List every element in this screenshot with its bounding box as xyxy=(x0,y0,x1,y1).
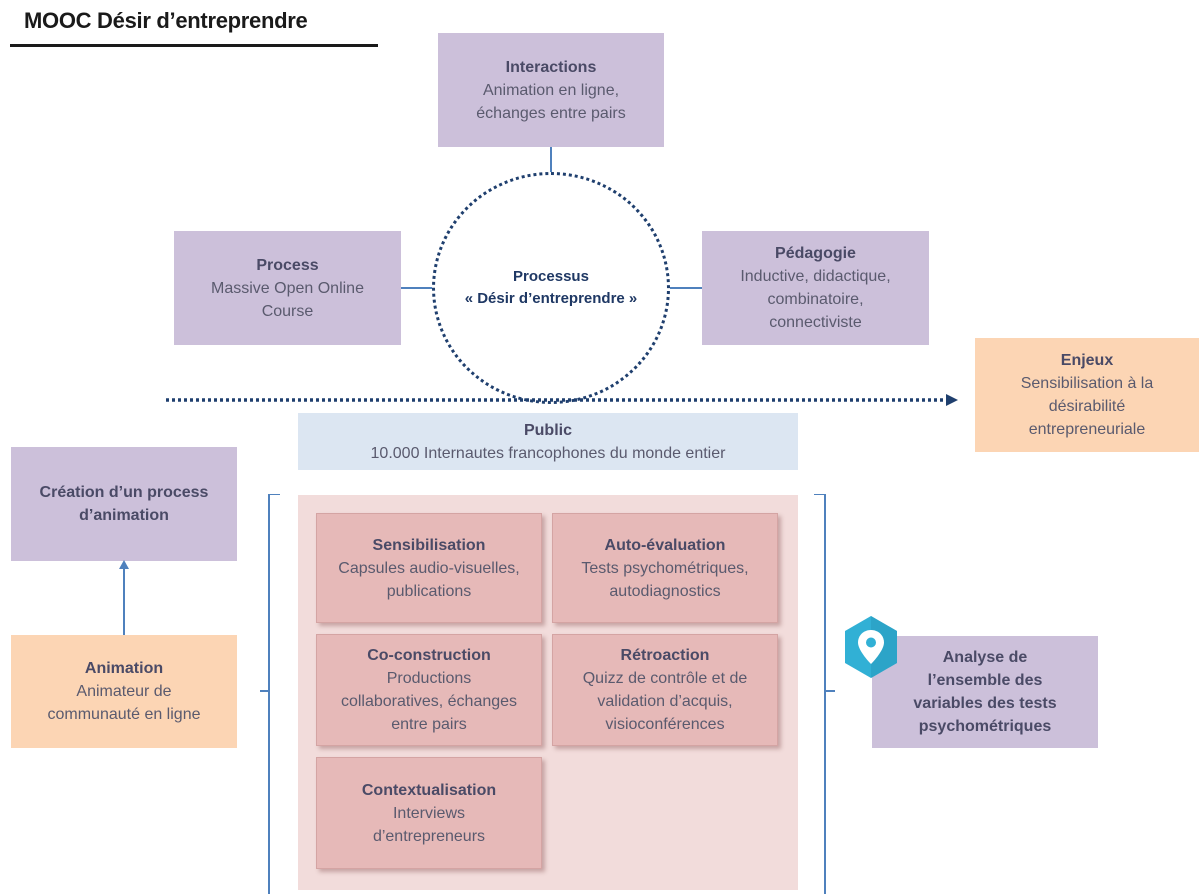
animation-box: Animation Animateur de communauté en lig… xyxy=(11,635,237,748)
public-text: 10.000 Internautes francophones du monde… xyxy=(370,444,726,462)
dotted-arrow xyxy=(166,394,958,406)
card-text: entre pairs xyxy=(391,716,467,733)
enjeux-box: Enjeux Sensibilisation à la désirabilité… xyxy=(975,338,1199,452)
sensibilisation-card: Sensibilisation Capsules audio-visuelles… xyxy=(316,513,542,623)
interactions-box: Interactions Animation en ligne, échange… xyxy=(438,33,664,147)
pedagogie-text: Inductive, didactique, xyxy=(740,268,891,285)
co-construction-card: Co-construction Productions collaborativ… xyxy=(316,634,542,746)
process-box: Process Massive Open Online Course xyxy=(174,231,401,345)
interactions-heading: Interactions xyxy=(505,58,597,76)
analyse-box: Analyse de l’ensemble des variables des … xyxy=(872,636,1098,748)
pedagogie-box: Pédagogie Inductive, didactique, combina… xyxy=(702,231,929,345)
process-text: Course xyxy=(261,302,314,320)
enjeux-text: entrepreneuriale xyxy=(1028,421,1146,438)
analyse-text: psychométriques xyxy=(918,718,1052,735)
circle-label: « Désir d’entreprendre » xyxy=(464,290,638,307)
creation-text: Création d’un process xyxy=(39,484,209,501)
card-text: Tests psychométriques, xyxy=(581,559,749,577)
connector-right xyxy=(668,287,704,289)
left-bracket xyxy=(268,494,280,894)
enjeux-heading: Enjeux xyxy=(1060,352,1114,369)
animation-text: communauté en ligne xyxy=(47,706,201,723)
left-bracket-tick xyxy=(260,690,269,692)
contextualisation-card: Contextualisation Interviews d’entrepren… xyxy=(316,757,542,869)
analyse-text: variables des tests xyxy=(913,695,1057,712)
card-heading: Contextualisation xyxy=(361,781,497,799)
card-text: autodiagnostics xyxy=(609,582,721,600)
card-text: Interviews xyxy=(392,804,466,822)
enjeux-text: désirabilité xyxy=(1048,398,1126,415)
circle-label: Processus xyxy=(513,268,589,285)
right-bracket xyxy=(814,494,826,894)
analyse-text: Analyse de xyxy=(942,649,1028,666)
public-heading: Public xyxy=(523,421,572,439)
process-text: Massive Open Online xyxy=(211,279,364,297)
interactions-text: Animation en ligne, xyxy=(482,81,620,99)
map-pin-icon xyxy=(845,616,897,678)
creation-box: Création d’un process d’animation xyxy=(11,447,237,561)
pedagogie-text: combinatoire, xyxy=(767,291,864,308)
card-text: Capsules audio-visuelles, xyxy=(338,559,520,577)
card-heading: Co-construction xyxy=(367,647,491,664)
card-text: publications xyxy=(386,582,472,600)
analyse-text: l’ensemble des xyxy=(927,672,1043,689)
public-box: Public 10.000 Internautes francophones d… xyxy=(298,413,798,470)
card-text: validation d’acquis, xyxy=(597,693,733,710)
card-text: Quizz de contrôle et de xyxy=(582,670,748,687)
animation-heading: Animation xyxy=(84,660,164,677)
retroaction-card: Rétroaction Quizz de contrôle et de vali… xyxy=(552,634,778,746)
card-text: Productions xyxy=(386,670,472,687)
card-heading: Sensibilisation xyxy=(372,536,486,554)
pedagogie-heading: Pédagogie xyxy=(775,245,856,262)
card-heading: Auto-évaluation xyxy=(604,536,726,554)
auto-evaluation-card: Auto-évaluation Tests psychométriques, a… xyxy=(552,513,778,623)
creation-text: d’animation xyxy=(79,507,169,524)
card-heading: Rétroaction xyxy=(620,647,710,664)
central-process-circle: Processus « Désir d’entreprendre » xyxy=(432,172,670,404)
pedagogie-text: connectiviste xyxy=(769,314,862,331)
right-bracket-tick xyxy=(826,690,835,692)
card-text: collaboratives, échanges xyxy=(340,693,518,710)
enjeux-text: Sensibilisation à la xyxy=(1020,375,1154,392)
title-underline xyxy=(10,44,378,47)
interactions-text: échanges entre pairs xyxy=(476,104,626,122)
arrow-up xyxy=(119,560,129,636)
card-text: d’entrepreneurs xyxy=(372,827,486,845)
card-text: visioconférences xyxy=(605,716,725,733)
animation-text: Animateur de xyxy=(76,683,172,700)
connector-top xyxy=(550,147,552,174)
page-title: MOOC Désir d’entreprendre xyxy=(24,8,308,33)
process-heading: Process xyxy=(256,256,319,274)
connector-left xyxy=(400,287,434,289)
